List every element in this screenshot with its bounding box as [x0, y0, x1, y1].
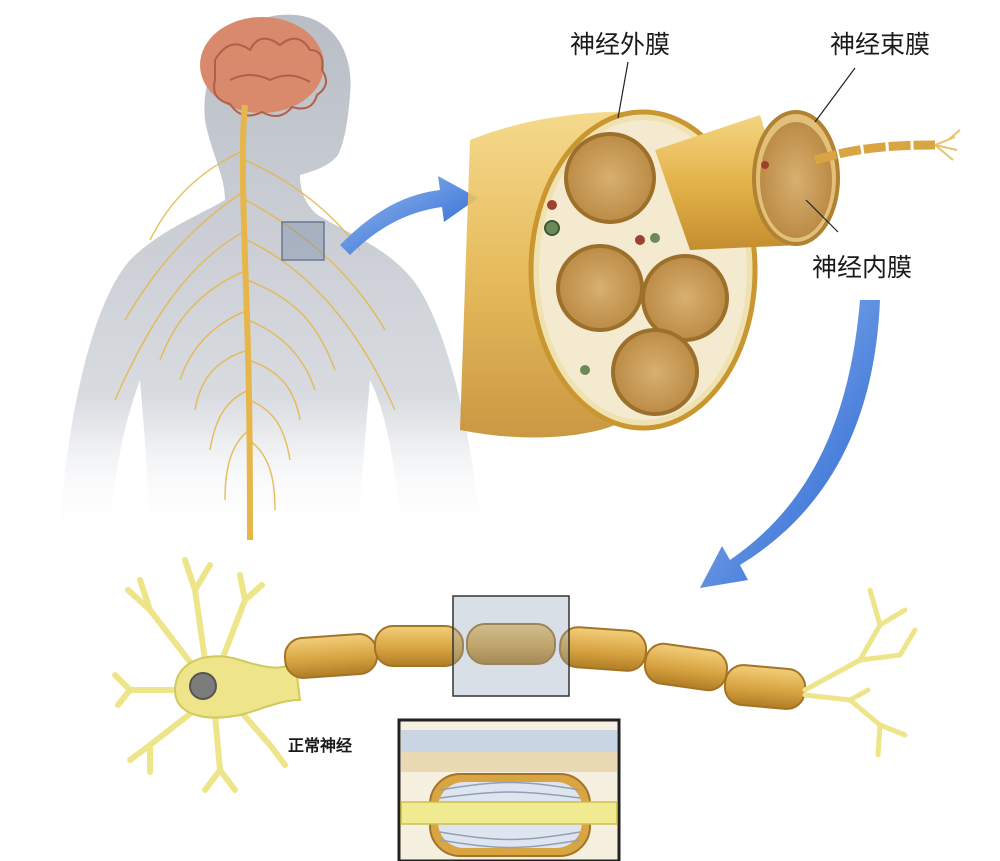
label-perineurium: 神经束膜	[830, 30, 931, 59]
pointer-epineurium	[617, 61, 629, 119]
zoom-box-body	[281, 221, 325, 261]
pointer-endoneurium	[805, 199, 839, 233]
arrow-to-cross-section	[340, 176, 478, 255]
label-normal-nerve: 正常神经	[288, 736, 353, 755]
nerve-cross-section-icon	[460, 109, 961, 438]
label-epineurium: 神经外膜	[570, 30, 671, 59]
label-endoneurium: 神经内膜	[812, 253, 913, 282]
human-torso-icon	[0, 14, 520, 570]
neuron-icon	[112, 557, 918, 793]
brain-icon	[200, 17, 327, 117]
zoom-detail-panel	[397, 718, 621, 861]
zoom-box-axon	[452, 595, 570, 697]
pointer-perineurium	[814, 67, 856, 123]
arrow-to-neuron	[700, 300, 880, 588]
